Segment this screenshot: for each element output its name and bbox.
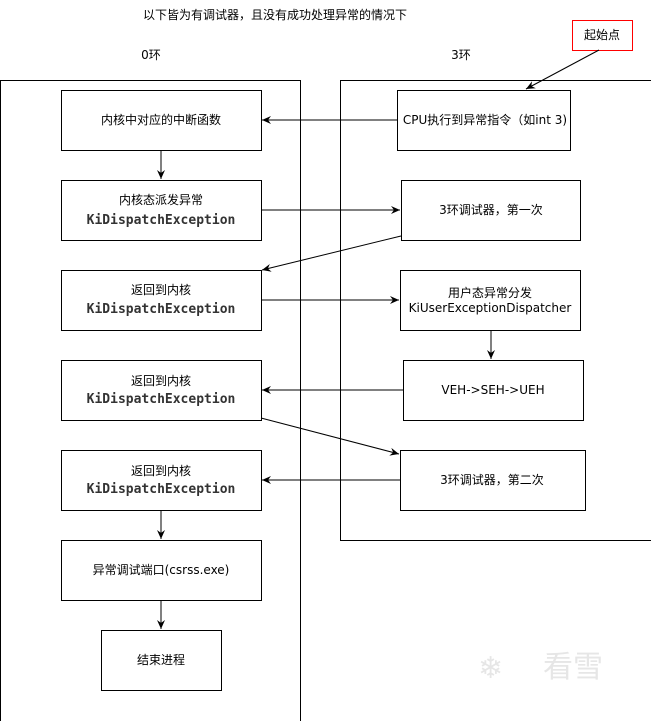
- svg-text:3环调试器，第一次: 3环调试器，第一次: [439, 202, 543, 217]
- node-user-dispatch: 用户态异常分发 KiUserExceptionDispatcher: [400, 270, 581, 331]
- node-ring3-debugger-first: 3环调试器，第一次: [401, 180, 581, 241]
- svg-text:KiDispatchException: KiDispatchException: [87, 213, 236, 228]
- svg-text:返回到内核: 返回到内核: [131, 283, 191, 297]
- svg-text:KiDispatchException: KiDispatchException: [87, 482, 236, 497]
- svg-text:KiDispatchException: KiDispatchException: [87, 302, 236, 317]
- watermark-logo: ❄ 看雪: [478, 650, 603, 686]
- svg-text:返回到内核: 返回到内核: [131, 374, 191, 388]
- edge-debugger1-to-kernel: [261, 235, 402, 272]
- node-return-kernel-1: 返回到内核 KiDispatchException: [61, 270, 262, 331]
- svg-text:结束进程: 结束进程: [137, 652, 185, 667]
- svg-text:起始点: 起始点: [584, 28, 620, 42]
- svg-text:3环调试器，第二次: 3环调试器，第二次: [440, 472, 544, 487]
- node-ring3-debugger-second: 3环调试器，第二次: [400, 450, 586, 511]
- edge-kernel-to-debugger2: [260, 417, 400, 456]
- svg-text:用户态异常分发: 用户态异常分发: [448, 285, 532, 300]
- start-node: 起始点: [572, 20, 633, 51]
- svg-text:返回到内核: 返回到内核: [131, 464, 191, 478]
- node-return-kernel-2: 返回到内核 KiDispatchException: [61, 360, 262, 421]
- node-return-kernel-3: 返回到内核 KiDispatchException: [61, 450, 262, 511]
- node-veh-seh-ueh: VEH->SEH->UEH: [403, 360, 584, 421]
- svg-text:内核态派发异常: 内核态派发异常: [119, 192, 203, 207]
- ring3-label: 3环: [451, 48, 471, 62]
- svg-text:KiUserExceptionDispatcher: KiUserExceptionDispatcher: [409, 301, 572, 315]
- ring0-label: 0环: [141, 48, 161, 62]
- svg-text:异常调试端口(csrss.exe): 异常调试端口(csrss.exe): [93, 562, 230, 577]
- edge-start-to-cpu: [525, 49, 600, 90]
- svg-text:VEH->SEH->UEH: VEH->SEH->UEH: [441, 383, 544, 397]
- node-terminate-process: 结束进程: [101, 630, 222, 691]
- node-cpu-exception: CPU执行到异常指令（如int 3): [397, 90, 571, 151]
- snowflake-icon: ❄: [478, 651, 503, 686]
- svg-text:内核中对应的中断函数: 内核中对应的中断函数: [101, 112, 221, 127]
- svg-text:看雪: 看雪: [543, 650, 603, 685]
- svg-text:KiDispatchException: KiDispatchException: [87, 392, 236, 407]
- svg-text:CPU执行到异常指令（如int 3): CPU执行到异常指令（如int 3): [403, 112, 567, 127]
- node-interrupt-handler: 内核中对应的中断函数: [61, 90, 262, 151]
- node-kernel-dispatch: 内核态派发异常 KiDispatchException: [61, 180, 262, 241]
- node-debug-port: 异常调试端口(csrss.exe): [61, 540, 262, 601]
- diagram-title: 以下皆为有调试器，且没有成功处理异常的情况下: [143, 7, 407, 22]
